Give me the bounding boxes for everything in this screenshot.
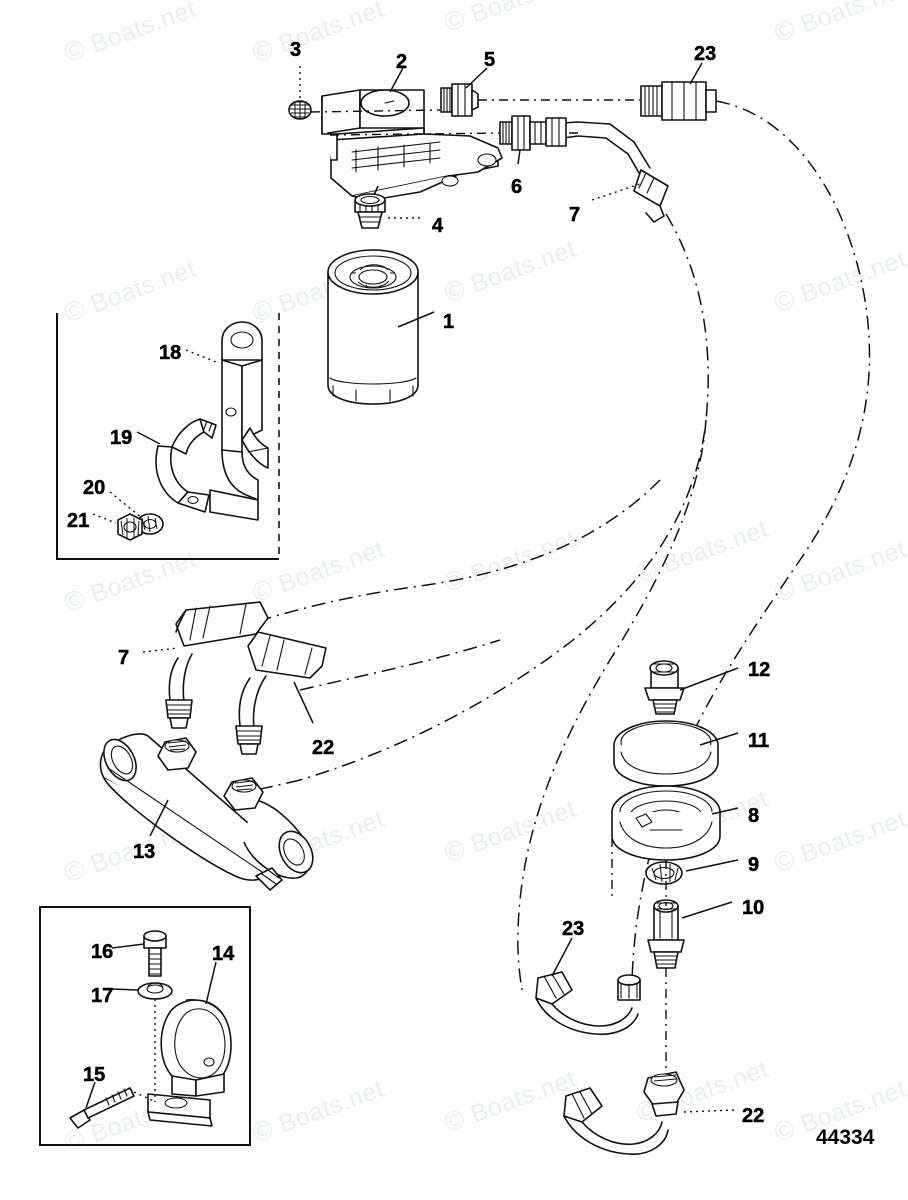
callout-bolt-16: 16 [91,941,114,963]
leader-13 [149,799,169,837]
leader-10 [681,901,733,919]
callout-fuel-hose-22b: 22 [742,1105,765,1127]
part-3-washer [288,100,312,120]
callout-stud-fitting: 10 [742,897,765,919]
leader-16 [111,943,145,949]
part-8-cover-bowl [611,785,721,861]
part-11-seal-ring [613,720,719,787]
callout-cover-bowl: 8 [748,805,760,827]
callout-fitting-lower: 6 [511,176,523,198]
callout-mounting-bracket: 18 [159,342,182,364]
leader-5 [465,67,488,89]
leader-7-lower [142,647,179,653]
leader-17 [111,988,139,991]
leader-20 [109,491,143,519]
part-17-washer [137,982,173,1000]
leader-6 [517,149,521,165]
centerline-upper [310,109,441,113]
callout-washer-17: 17 [91,985,114,1007]
centerline-mid [329,132,501,136]
callout-fuel-cooler: 13 [133,841,156,863]
part-14-clamp [147,999,232,1127]
part-23-connector-top [640,81,717,121]
part-12-vent-fitting [644,660,685,715]
part-7-hose-lower [165,601,269,729]
callout-washer: 20 [83,477,106,499]
leader-2 [389,67,404,93]
part-21-locknut [117,513,143,541]
part-16-bolt [143,930,167,977]
leader-22-lower [683,1109,735,1113]
callout-fitting-upper: 5 [484,49,496,71]
leader-11 [699,732,739,746]
leader-1 [397,311,435,328]
part-9-o-ring [645,861,683,885]
callout-banjo-washer: 3 [290,39,302,61]
leader-8 [711,807,739,815]
leader-21 [92,513,117,524]
part-22-hose [235,631,327,755]
callout-fuel-hose-22: 22 [312,737,335,759]
leader-9 [685,859,739,872]
callout-filter-strap: 19 [110,427,133,449]
callout-fuel-filter-bracket: 2 [396,51,408,73]
leader-12 [679,667,739,691]
callout-fuel-hose-upper: 7 [569,204,581,226]
leader-23-lower [551,937,573,977]
callout-fuel-filter: 1 [443,311,455,333]
callout-fuel-hose-lower: 7 [118,647,130,669]
leader-14 [205,961,217,1005]
part-5-fitting [440,83,479,117]
part-1-fuel-filter [327,249,419,405]
callout-o-ring: 9 [748,854,760,876]
callout-clamp-14: 14 [212,943,235,965]
callout-seal-ring: 11 [748,730,770,752]
part-23-lower [535,971,641,1036]
leader-22 [293,681,314,724]
part-18-bracket [209,321,269,521]
callout-hose-clamp-23: 23 [562,918,585,940]
callout-bolt-15: 15 [83,1064,106,1086]
part-4-nipple [354,193,386,229]
part-13-fuel-cooler [99,733,314,891]
leader-18 [185,349,217,363]
part-22-lower [563,1071,685,1155]
part-2-filter-bracket [321,89,503,201]
clamp-detail-panel [39,906,251,1146]
callout-vent-fitting: 12 [748,659,771,681]
part-6-fitting [499,115,549,151]
bracket-detail-panel [56,313,280,560]
part-15-bolt [69,1087,157,1129]
callout-filter-nipple: 4 [432,215,444,237]
part-19-strap [155,418,217,513]
callout-hose-clamp-connector: 23 [694,43,717,65]
leader-15 [85,1081,96,1109]
leader-19 [136,431,161,445]
diagram-number: 44334 [816,1126,875,1149]
leader-7-upper [591,183,641,201]
leader-23-top [689,62,703,85]
callout-locknut: 21 [67,510,90,532]
part-10-stud-fitting [647,899,685,969]
part-7-hose-upper [545,117,669,223]
